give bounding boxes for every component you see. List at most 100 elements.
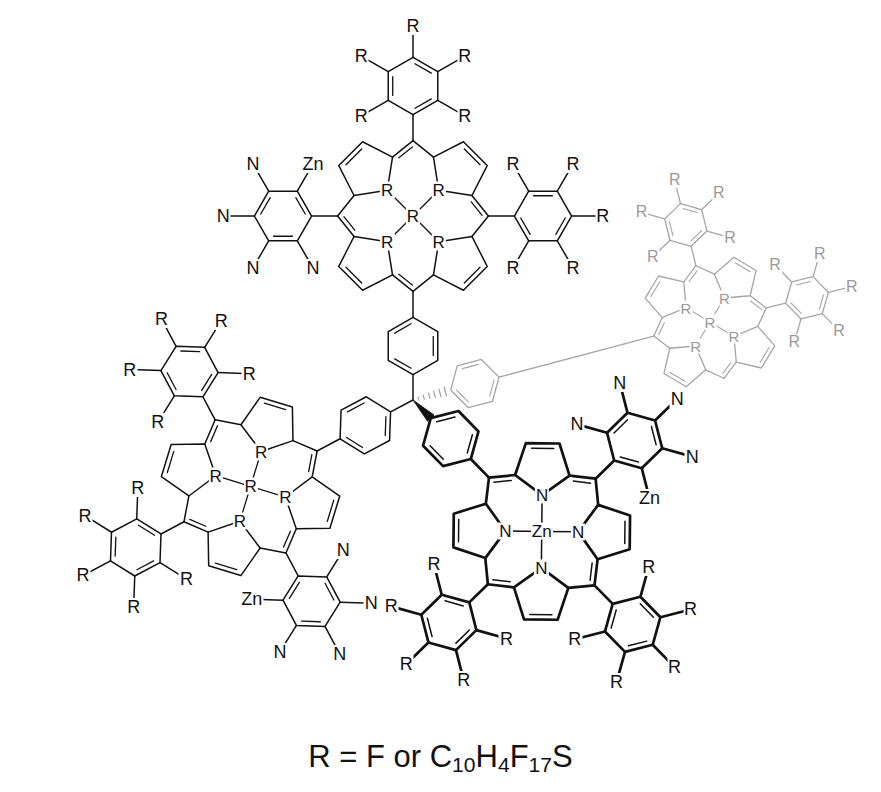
bond	[274, 236, 293, 237]
atom-label: R	[609, 673, 624, 691]
bond	[654, 318, 662, 336]
ring	[285, 477, 339, 529]
atom-label: N	[305, 259, 320, 277]
atom-label: R	[432, 182, 446, 199]
atom-label: Zn	[638, 489, 661, 507]
bond	[684, 266, 696, 282]
atom-label: R	[565, 155, 580, 173]
bond	[393, 141, 413, 157]
atom-label: N	[535, 487, 549, 504]
atom-label: R	[704, 315, 717, 330]
bond	[651, 282, 660, 297]
bond	[215, 420, 241, 425]
caption-text: H	[476, 739, 498, 774]
bond	[309, 455, 312, 472]
atom-label: R	[126, 598, 141, 616]
bond	[317, 439, 340, 451]
atom-label: N	[571, 523, 585, 540]
atom-label: Zn	[531, 523, 553, 540]
bond	[203, 397, 215, 420]
bond	[264, 403, 285, 409]
bond	[338, 196, 354, 216]
ring	[665, 204, 707, 247]
atom-label: R	[689, 339, 702, 354]
atom-label: R	[683, 600, 698, 618]
atom-label: N	[216, 207, 231, 225]
bond	[457, 390, 469, 402]
bond	[346, 149, 362, 165]
bond	[485, 558, 488, 584]
bond	[391, 400, 413, 412]
bond	[750, 296, 766, 308]
bond	[312, 451, 317, 477]
bond	[594, 559, 597, 585]
atom-label: N	[336, 541, 351, 559]
bond	[819, 295, 823, 309]
bond	[669, 222, 673, 236]
bond	[594, 585, 612, 604]
atom-label: N	[685, 448, 700, 466]
ring	[786, 277, 829, 319]
ring	[254, 191, 311, 241]
atom-label: R	[406, 17, 421, 35]
bond	[412, 291, 414, 317]
bond	[211, 426, 218, 442]
ring	[340, 397, 391, 454]
bond	[428, 393, 429, 398]
atom-label: R	[641, 558, 656, 576]
bond	[289, 582, 299, 598]
subscript: 4	[498, 753, 510, 776]
bond	[338, 216, 354, 236]
ring	[388, 317, 438, 374]
bond	[736, 263, 751, 272]
atom-label: Zn	[240, 590, 263, 608]
bond	[683, 209, 697, 213]
caption-text: S	[552, 739, 573, 774]
atom-label: R	[254, 443, 268, 460]
bond	[723, 363, 731, 374]
bond	[659, 322, 665, 334]
atom-label: R	[354, 107, 369, 125]
bond	[392, 77, 393, 96]
atom-label: R	[380, 182, 394, 199]
bond	[445, 601, 463, 606]
bond	[654, 336, 670, 348]
bond	[184, 496, 189, 522]
atom-label: R	[832, 323, 846, 339]
atom-label: R	[635, 204, 649, 220]
bond	[493, 580, 510, 582]
bond	[286, 529, 296, 553]
bond	[137, 561, 154, 570]
atom-label: R	[718, 290, 731, 305]
ring	[111, 519, 162, 576]
bond	[325, 583, 334, 600]
bond	[689, 271, 697, 282]
bond	[413, 275, 433, 291]
bond	[393, 275, 413, 291]
atom-label: R	[499, 630, 514, 648]
atom-label: R	[680, 300, 693, 315]
atom-label: R	[214, 312, 229, 330]
bond	[190, 519, 206, 526]
bond	[261, 198, 270, 214]
bond	[205, 420, 215, 444]
bond	[766, 303, 785, 308]
bond	[534, 195, 553, 196]
atom-label: R	[506, 259, 521, 277]
bond	[456, 630, 469, 643]
bond	[614, 420, 627, 433]
bond	[469, 584, 488, 602]
atom-label: R	[506, 155, 521, 173]
atom-label: R	[209, 467, 223, 484]
ring	[451, 359, 499, 407]
bond	[490, 380, 494, 396]
bond	[488, 584, 514, 587]
atom-label: R	[646, 249, 660, 265]
atom-label: R	[723, 230, 737, 246]
atom-label: R	[154, 310, 169, 328]
atom-label: R	[457, 47, 472, 65]
bond	[611, 610, 616, 628]
atom-label: R	[426, 555, 441, 573]
bond	[532, 447, 554, 449]
